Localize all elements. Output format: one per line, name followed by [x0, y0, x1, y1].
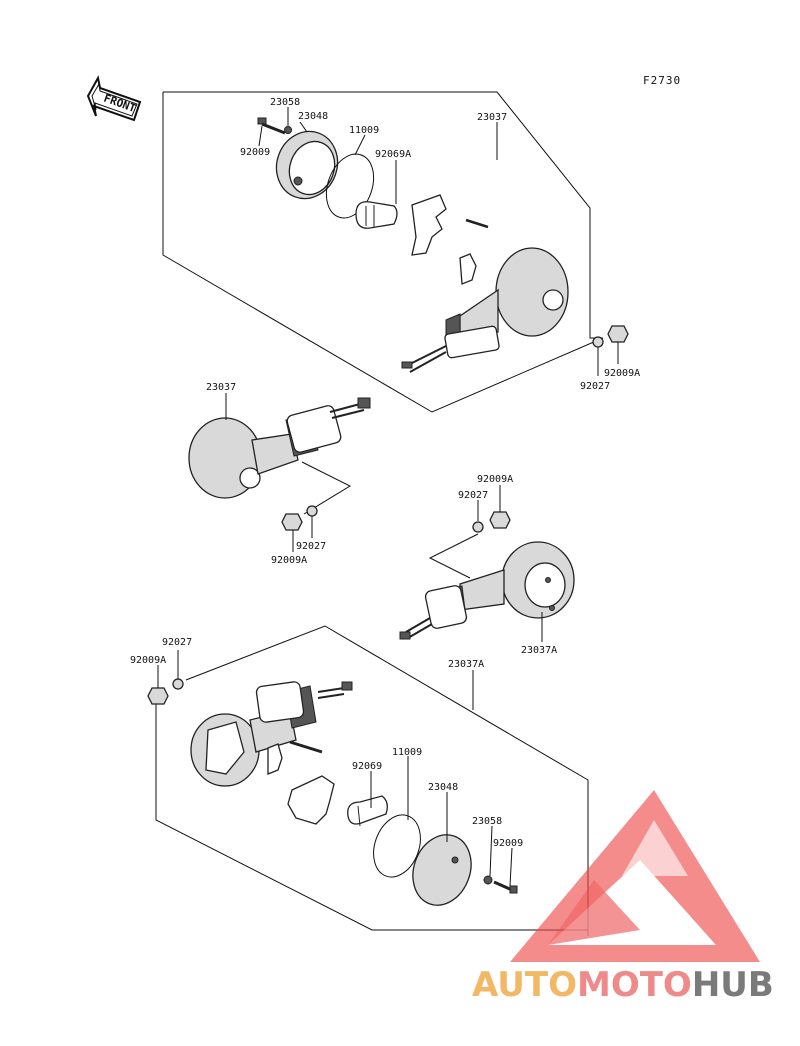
top-assembly-group: 23058 23048 92009 11009 92069A 23037 920… — [162, 91, 640, 413]
screw-92009 — [257, 117, 292, 135]
callout-92009A-top: 92009A — [604, 368, 640, 379]
callout-23048-top: 23048 — [298, 111, 328, 122]
middle-left-assembly-group: 23037 92027 92009A — [188, 382, 371, 566]
callout-23058-bot: 23058 — [472, 816, 502, 827]
callout-23058-top: 23058 — [270, 97, 300, 108]
callout-11009-top: 11009 — [349, 125, 379, 136]
nut-92009A-top — [592, 325, 629, 348]
signal-light-23037A-bottom — [190, 681, 353, 787]
watermark-text: AUTOMOTOHUB — [472, 965, 774, 1005]
lens-cover-23048-bottom — [412, 834, 472, 906]
gasket-11009 — [325, 153, 375, 219]
nut-92009A-right — [472, 511, 511, 533]
callout-23037-mid: 23037 — [206, 382, 236, 393]
bulb-92069A — [355, 201, 398, 229]
screw-92009-bottom — [483, 875, 518, 894]
callout-23037A-right: 23037A — [521, 645, 557, 656]
callout-92027-mid: 92027 — [296, 541, 326, 552]
callout-92009A-mid: 92009A — [271, 555, 307, 566]
nut-92009A-mid — [281, 505, 318, 531]
callout-23037-top: 23037 — [477, 112, 507, 123]
callout-92069-bot: 92069 — [352, 761, 382, 772]
callout-92009A-bot: 92009A — [130, 655, 166, 666]
reflector-bracket-bottom — [267, 740, 335, 825]
watermark-auto: AUTO — [472, 965, 577, 1005]
callout-92009-bot: 92009 — [493, 838, 523, 849]
signal-light-23037-left — [188, 397, 371, 499]
callout-92027-bot: 92027 — [162, 637, 192, 648]
reflector-bracket — [411, 194, 489, 285]
callout-92009-top: 92009 — [240, 147, 270, 158]
middle-right-assembly-group: 92009A 92027 23037A — [399, 474, 575, 656]
callout-92027-top: 92027 — [580, 381, 610, 392]
callout-92069A-top: 92069A — [375, 149, 411, 160]
callout-92027-right: 92027 — [458, 490, 488, 501]
front-arrow: FRONT — [86, 75, 142, 122]
lens-cover-23048 — [275, 130, 339, 200]
callout-23037A-bot: 23037A — [448, 659, 484, 670]
figure-code: F2730 — [643, 74, 681, 87]
bottom-assembly-group: 92027 92009A 23037A 11009 92069 23048 23… — [130, 625, 589, 936]
nut-92009A-bot — [147, 678, 184, 705]
watermark-logo — [510, 790, 760, 962]
bulb-92069 — [347, 795, 388, 827]
watermark-moto: MOTO — [577, 965, 692, 1005]
callout-23048-bot: 23048 — [428, 782, 458, 793]
callout-92009A-right: 92009A — [477, 474, 513, 485]
callout-11009-bot: 11009 — [392, 747, 422, 758]
watermark-hub: HUB — [692, 965, 774, 1005]
signal-light-23037A-right — [399, 541, 575, 640]
signal-light-23037 — [401, 247, 569, 373]
